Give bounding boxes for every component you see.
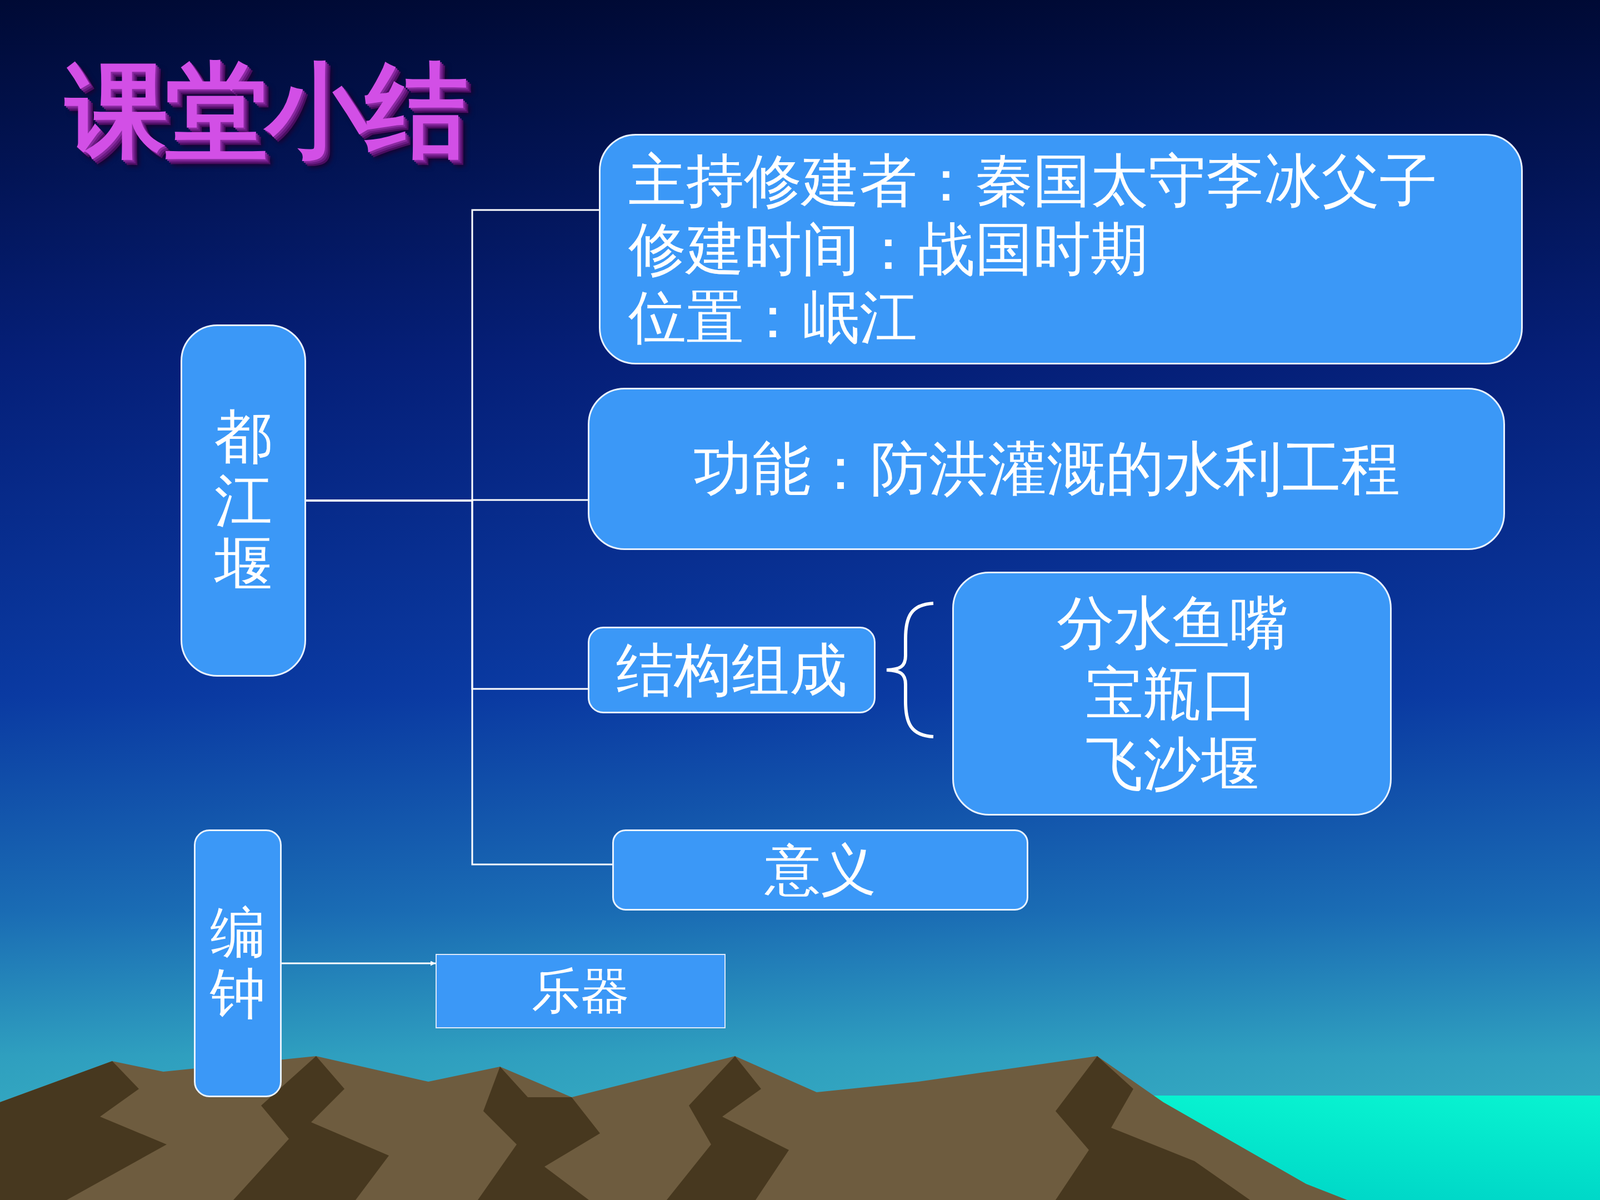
node-text: 乐器	[531, 961, 630, 1021]
function-box: 功能：防洪灌溉的水利工程	[587, 387, 1505, 550]
answer-box: 乐器	[435, 953, 726, 1029]
connector-line	[306, 500, 588, 689]
info-box: 主持修建者：秦国太守李冰父子修建时间：战国时期位置：岷江	[598, 133, 1523, 365]
meaning-box: 意义	[612, 829, 1029, 911]
parts-box: 分水鱼嘴宝瓶口飞沙堰	[952, 571, 1392, 816]
node-text: 都江堰	[214, 405, 273, 596]
node-text: 编钟	[210, 902, 266, 1025]
node-text: 飞沙堰	[1085, 728, 1259, 800]
node-text: 位置：岷江	[628, 283, 918, 352]
structure-box: 结构组成	[587, 626, 876, 714]
connector-line	[281, 962, 436, 965]
node-text: 修建时间：战国时期	[628, 215, 1149, 284]
node-text: 宝瓶口	[1085, 658, 1259, 729]
node-text: 结构组成	[616, 635, 848, 705]
topic-box: 都江堰	[180, 324, 307, 677]
node-text: 主持修建者：秦国太守李冰父子	[628, 146, 1438, 215]
topic-box: 编钟	[193, 829, 282, 1098]
slide-title: 课堂小结	[65, 43, 466, 182]
node-text: 意义	[765, 836, 877, 904]
node-text: 分水鱼嘴	[1056, 587, 1288, 659]
node-text: 功能：防洪灌溉的水利工程	[693, 433, 1400, 504]
connector-line	[306, 500, 613, 865]
structure-brace	[886, 603, 934, 737]
connector-line	[306, 210, 599, 501]
mountain-shadows	[0, 1056, 1250, 1200]
